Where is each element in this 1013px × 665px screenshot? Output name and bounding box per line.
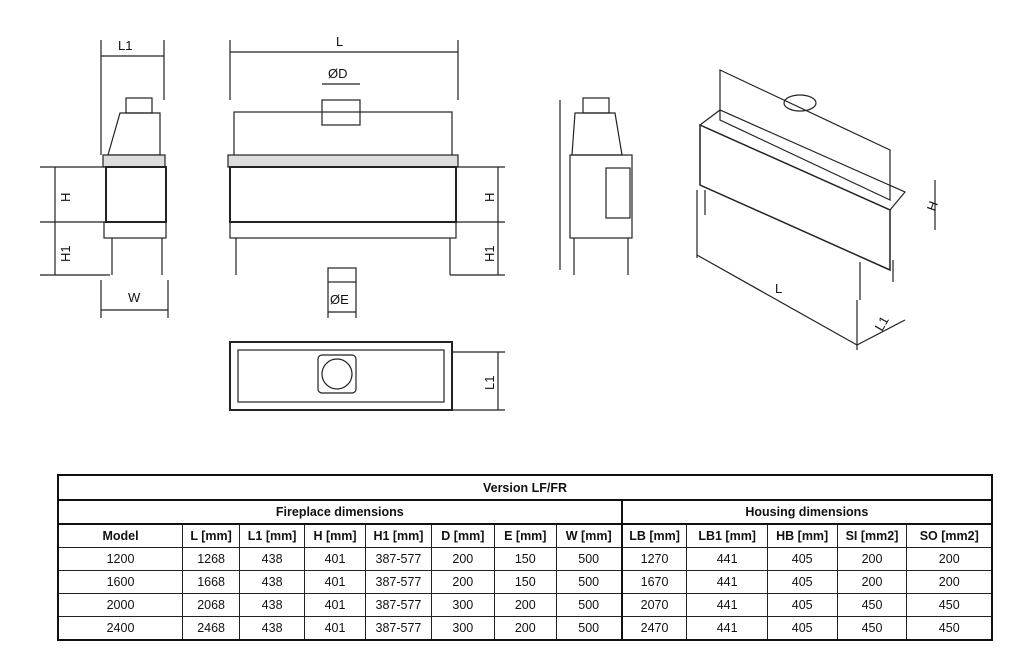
column-header: D [mm] xyxy=(430,523,495,548)
table-cell: 401 xyxy=(304,616,367,641)
table-cell: 387-577 xyxy=(365,593,432,617)
iso-l1-label: L1 xyxy=(872,313,892,333)
column-header: SO [mm2] xyxy=(906,523,993,548)
table-cell: 300 xyxy=(430,616,495,641)
column-header: SI [mm2] xyxy=(836,523,908,548)
table-cell: 387-577 xyxy=(365,570,432,594)
side-h-label: H xyxy=(58,193,73,202)
table-cell: 438 xyxy=(239,547,306,571)
table-cell: 200 xyxy=(493,616,557,641)
table-cell: 441 xyxy=(686,616,768,641)
table-title: Version LF/FR xyxy=(57,474,993,501)
top-view-drawing: L1 xyxy=(229,341,505,411)
table-cell: 200 xyxy=(836,570,908,594)
group-fireplace-dimensions: Fireplace dimensions xyxy=(57,499,623,525)
column-header: E [mm] xyxy=(493,523,557,548)
table-cell: 2468 xyxy=(182,616,241,641)
front-e-label: ØE xyxy=(330,292,349,307)
table-cell: 2470 xyxy=(621,616,688,641)
table-cell: 500 xyxy=(555,570,623,594)
table-cell: 450 xyxy=(906,616,993,641)
technical-drawings: L1 H H1 W L ØD H H1 ØE xyxy=(40,34,941,411)
table-cell: 401 xyxy=(304,570,367,594)
table-cell: 150 xyxy=(493,570,557,594)
table-cell: 300 xyxy=(430,593,495,617)
table-cell: 200 xyxy=(906,570,993,594)
table-cell: 405 xyxy=(766,547,838,571)
table-cell: 441 xyxy=(686,570,768,594)
column-header: HB [mm] xyxy=(766,523,838,548)
table-cell: 450 xyxy=(906,593,993,617)
table-cell: 405 xyxy=(766,570,838,594)
table-cell: 150 xyxy=(493,547,557,571)
column-header: LB1 [mm] xyxy=(686,523,768,548)
table-cell: 387-577 xyxy=(365,547,432,571)
front-view-drawing: L ØD H H1 ØE xyxy=(227,34,505,318)
front-h-label: H xyxy=(482,193,497,202)
table-cell: 2000 xyxy=(57,593,184,617)
table-cell: 1668 xyxy=(182,570,241,594)
table-cell: 2070 xyxy=(621,593,688,617)
table-cell: 200 xyxy=(430,547,495,571)
group-housing-dimensions: Housing dimensions xyxy=(621,499,993,525)
table-cell: 1268 xyxy=(182,547,241,571)
table-cell: 1270 xyxy=(621,547,688,571)
front-d-label: ØD xyxy=(328,66,348,81)
side-w-label: W xyxy=(128,290,141,305)
dimensions-table: Version LF/FR Fireplace dimensions Housi… xyxy=(57,474,993,641)
table-cell: 438 xyxy=(239,616,306,641)
column-header: LB [mm] xyxy=(621,523,688,548)
table-cell: 438 xyxy=(239,570,306,594)
column-header: H1 [mm] xyxy=(365,523,432,548)
iso-h-label: H xyxy=(924,199,941,213)
table-cell: 387-577 xyxy=(365,616,432,641)
iso-l-label: L xyxy=(775,281,782,296)
column-header: Model xyxy=(57,523,184,548)
table-cell: 2400 xyxy=(57,616,184,641)
top-l1-label: L1 xyxy=(482,376,497,390)
table-cell: 401 xyxy=(304,547,367,571)
column-header: H [mm] xyxy=(304,523,367,548)
rear-side-view-drawing xyxy=(559,97,633,275)
side-view-drawing: L1 H H1 W xyxy=(40,38,169,318)
table-cell: 200 xyxy=(836,547,908,571)
table-cell: 438 xyxy=(239,593,306,617)
front-l-label: L xyxy=(336,34,343,49)
table-cell: 2068 xyxy=(182,593,241,617)
table-cell: 500 xyxy=(555,616,623,641)
column-header: W [mm] xyxy=(555,523,623,548)
isometric-view-drawing: L L1 H xyxy=(696,69,941,350)
column-header: L1 [mm] xyxy=(239,523,306,548)
side-h1-label: H1 xyxy=(58,245,73,262)
table-cell: 1600 xyxy=(57,570,184,594)
table-cell: 441 xyxy=(686,547,768,571)
table-cell: 200 xyxy=(493,593,557,617)
front-h1-label: H1 xyxy=(482,245,497,262)
table-cell: 1670 xyxy=(621,570,688,594)
table-cell: 405 xyxy=(766,593,838,617)
table-cell: 1200 xyxy=(57,547,184,571)
table-cell: 441 xyxy=(686,593,768,617)
table-cell: 450 xyxy=(836,593,908,617)
table-cell: 200 xyxy=(430,570,495,594)
table-cell: 405 xyxy=(766,616,838,641)
table-cell: 200 xyxy=(906,547,993,571)
table-cell: 500 xyxy=(555,547,623,571)
side-l1-label: L1 xyxy=(118,38,132,53)
table-cell: 450 xyxy=(836,616,908,641)
column-header: L [mm] xyxy=(182,523,241,548)
table-cell: 401 xyxy=(304,593,367,617)
table-cell: 500 xyxy=(555,593,623,617)
